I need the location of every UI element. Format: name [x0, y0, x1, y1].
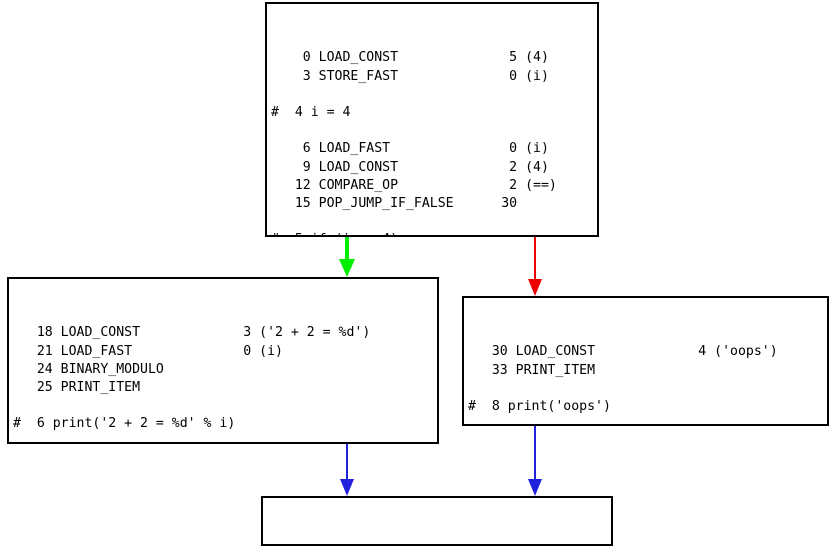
- cfg-node-false-branch[interactable]: 30 LOAD_CONST 4 ('oops') 33 PRINT_ITEM #…: [462, 296, 829, 426]
- cfg-node-entry[interactable]: 0 LOAD_CONST 5 (4) 3 STORE_FAST 0 (i) # …: [265, 2, 599, 237]
- cfg-node-exit[interactable]: 35 LOAD_CONST 0 (None) 38 RETURN_VALUE: [261, 496, 613, 546]
- edge-true-exit: [340, 444, 354, 496]
- cfg-node-exit-text: 35 LOAD_CONST 0 (None) 38 RETURN_VALUE: [267, 543, 611, 544]
- edge-entry-false: [528, 237, 542, 296]
- edge-entry-true: [339, 237, 355, 277]
- cfg-node-true-branch[interactable]: 18 LOAD_CONST 3 ('2 + 2 = %d') 21 LOAD_F…: [7, 277, 439, 444]
- edge-false-exit: [528, 426, 542, 496]
- cfg-node-false-branch-text: 30 LOAD_CONST 4 ('oops') 33 PRINT_ITEM #…: [468, 344, 778, 415]
- cfg-node-true-branch-text: 18 LOAD_CONST 3 ('2 + 2 = %d') 21 LOAD_F…: [13, 325, 371, 432]
- cfg-node-entry-text: 0 LOAD_CONST 5 (4) 3 STORE_FAST 0 (i) # …: [271, 50, 557, 235]
